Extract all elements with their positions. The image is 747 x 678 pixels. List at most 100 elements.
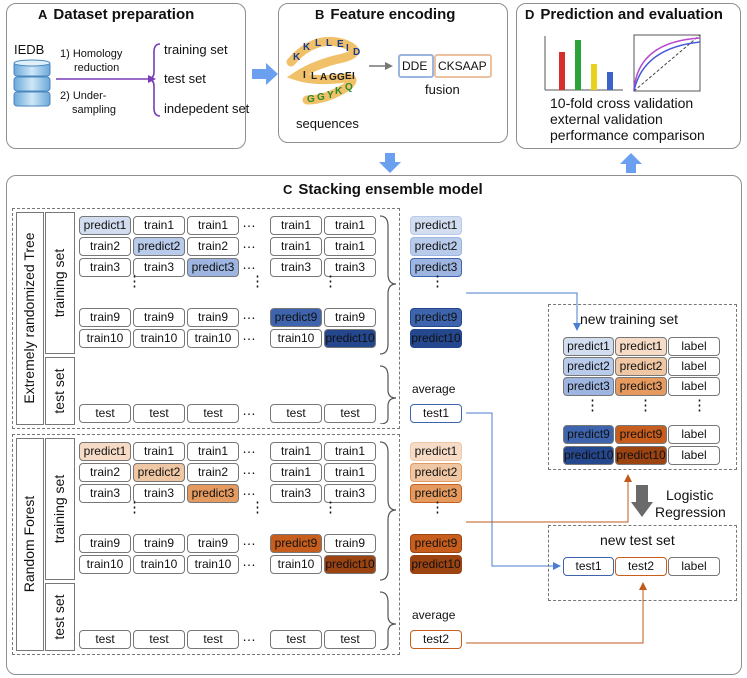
cksaap-label: CKSAAP [438, 59, 487, 73]
ert-ellipsis: … [242, 327, 256, 343]
step1b-label: reduction [74, 62, 120, 74]
rf-fold-cell: train9 [324, 534, 376, 553]
rf-ellipsis: … [242, 461, 256, 477]
svg-text:E: E [337, 39, 344, 50]
eval-line-1: 10-fold cross validation [550, 95, 694, 111]
rf-fold-cell: train10 [133, 555, 185, 574]
ert-ellipsis: … [242, 235, 256, 251]
new-training-cell: predict1 [615, 337, 667, 356]
rf-fold-cell: train2 [79, 463, 131, 482]
step2-label: 2) Under- [60, 90, 107, 102]
svg-text:G: G [307, 94, 315, 105]
ert-fold-cell: predict2 [133, 237, 185, 256]
new-test-test1: test1 [563, 557, 614, 576]
new-test-set-title: new test set [600, 532, 675, 548]
new-training-cell: label [668, 357, 720, 376]
ert-test-cell: test [270, 404, 322, 423]
svg-text:I: I [303, 70, 306, 81]
rf-ellipsis: … [242, 553, 256, 569]
rf-test-output: test2 [410, 630, 462, 649]
svg-text:Y: Y [327, 90, 334, 101]
iedb-label: IEDB [14, 42, 45, 57]
svg-text:K: K [335, 86, 343, 97]
ert-fold-cell: train1 [133, 216, 185, 235]
ert-test-cell: test [187, 404, 239, 423]
arrow-a-to-b [252, 63, 278, 85]
svg-text:I: I [352, 71, 355, 82]
rf-vertical-ellipsis: ⋮ [127, 499, 142, 516]
rf-fold-cell: train10 [79, 555, 131, 574]
ert-fold-cell: predict9 [270, 308, 322, 327]
set-test: test set [164, 71, 206, 86]
ert-ellipsis: … [242, 214, 256, 230]
ert-fold-cell: train10 [133, 329, 185, 348]
rf-model-name-box [16, 438, 44, 651]
svg-text:L: L [326, 38, 332, 49]
rf-fold-cell: train1 [270, 442, 322, 461]
rf-fold-cell: predict10 [324, 555, 376, 574]
rf-fold-cell: train3 [324, 484, 376, 503]
rf-test-cell: test [187, 630, 239, 649]
database-icon [13, 59, 51, 107]
svg-text:K: K [293, 52, 301, 63]
arrow-c-to-d [620, 153, 642, 173]
ert-vertical-ellipsis: ⋮ [430, 273, 445, 290]
logistic-label: Logistic [666, 487, 714, 503]
eval-line-3: performance comparison [550, 127, 705, 143]
bar-chart-icon [544, 36, 623, 91]
ert-fold-cell: train1 [270, 216, 322, 235]
ert-fold-cell: train10 [79, 329, 131, 348]
new-training-cell: predict9 [615, 425, 667, 444]
panel-b-letter: B [315, 7, 325, 22]
rf-fold-cell: train3 [79, 484, 131, 503]
svg-text:I: I [346, 43, 349, 54]
ert-vertical-ellipsis: ⋮ [323, 273, 338, 290]
rf-vertical-ellipsis: ⋮ [323, 499, 338, 516]
svg-text:G: G [337, 72, 345, 83]
rf-fold-cell: train2 [187, 463, 239, 482]
ert-average-label: average [412, 382, 456, 396]
new-training-cell: label [668, 446, 720, 465]
rf-fold-cell: predict3 [187, 484, 239, 503]
new-training-set-title: new training set [580, 311, 679, 327]
ert-prediction-output: predict3 [410, 258, 462, 277]
new-training-cell: predict1 [563, 337, 614, 356]
ert-fold-cell: train2 [187, 237, 239, 256]
rf-fold-cell: predict2 [133, 463, 185, 482]
rf-prediction-output: predict9 [410, 534, 462, 553]
new-training-cell: predict10 [615, 446, 667, 465]
cksaap-box [434, 54, 492, 78]
roc-curve-icon [633, 34, 701, 92]
rf-test-ellipsis: … [242, 628, 256, 644]
ert-prediction-output: predict9 [410, 308, 462, 327]
encode-arrow [369, 62, 393, 70]
panel-prediction-evaluation [516, 3, 741, 149]
svg-text:K: K [303, 42, 311, 53]
new-training-cell: predict3 [615, 377, 667, 396]
svg-text:Q: Q [345, 82, 353, 93]
ert-ellipsis: … [242, 256, 256, 272]
ert-test-ellipsis: … [242, 402, 256, 418]
panel-c-letter: C [283, 182, 293, 197]
panel-d-title-text: Prediction and evaluation [540, 6, 723, 23]
ert-test-cell: test [79, 404, 131, 423]
ert-training-set-box [45, 212, 75, 354]
new-training-cell: predict9 [563, 425, 614, 444]
sequences-label: sequences [296, 116, 359, 131]
logistic-regression-arrow [631, 485, 653, 517]
ert-test-cell: test [324, 404, 376, 423]
svg-text:G: G [329, 72, 337, 83]
rf-prediction-output: predict1 [410, 442, 462, 461]
rf-test-cell: test [133, 630, 185, 649]
panel-d-title: D Prediction and evaluation [525, 6, 723, 23]
rf-prediction-output: predict10 [410, 555, 462, 574]
rf-test-cell: test [79, 630, 131, 649]
panel-d-letter: D [525, 7, 535, 22]
ert-braces [379, 215, 397, 424]
panel-a-title-text: Dataset preparation [53, 6, 195, 23]
new-training-cell: predict10 [563, 446, 614, 465]
new-training-set-panel [548, 304, 737, 470]
